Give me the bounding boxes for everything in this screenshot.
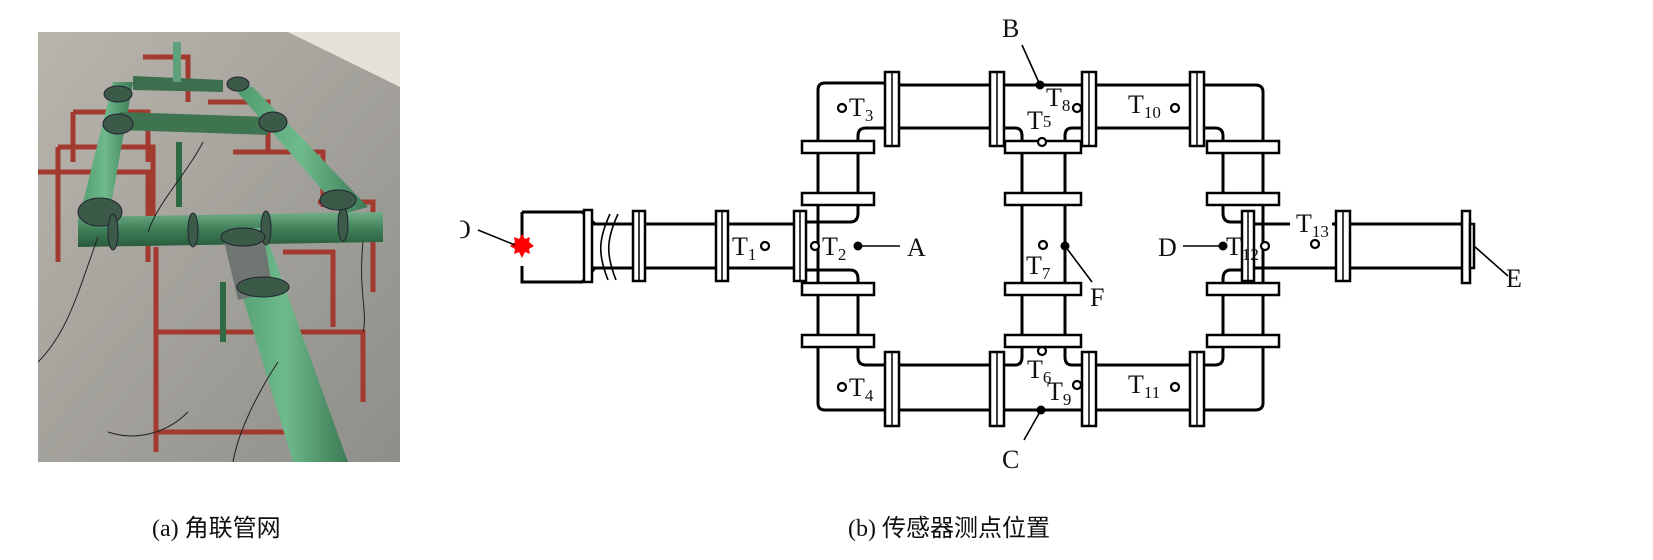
flange xyxy=(800,281,876,297)
break-symbol xyxy=(599,213,619,281)
svg-text:T1: T1 xyxy=(732,232,756,264)
sensor-T10: T10 xyxy=(1128,90,1181,122)
flange xyxy=(1205,333,1281,349)
flange xyxy=(1205,139,1281,155)
inlet-pipe-2 xyxy=(645,222,716,270)
caption-a: (a) 角联管网 xyxy=(152,516,281,542)
schematic-svg: O A B C D E F T1 T2 T3 xyxy=(460,14,1522,474)
svg-text:T9: T9 xyxy=(1047,377,1071,409)
sensor-T11: T11 xyxy=(1128,370,1181,402)
svg-text:T13: T13 xyxy=(1296,209,1329,241)
sensor-T8: T8 xyxy=(1046,83,1083,115)
inlet-pipe-3 xyxy=(728,222,794,270)
chamber-flange xyxy=(582,208,594,284)
svg-text:T10: T10 xyxy=(1128,90,1161,122)
sensor-T4: T4 xyxy=(836,373,874,405)
flange xyxy=(1003,281,1083,297)
flange xyxy=(800,139,876,155)
label-C: C xyxy=(1002,445,1019,474)
sensor-T6: T6 xyxy=(1027,345,1051,387)
floor xyxy=(38,32,400,462)
sensor-T1: T1 xyxy=(732,232,771,264)
svg-text:T8: T8 xyxy=(1046,83,1070,115)
leader-O xyxy=(477,229,516,246)
svg-text:T3: T3 xyxy=(849,93,873,125)
sensor-wires xyxy=(38,141,365,462)
sensor-T9: T9 xyxy=(1047,377,1083,409)
flange xyxy=(1205,191,1281,207)
sensor-T5: T5 xyxy=(1027,106,1051,148)
photo-illustration xyxy=(38,32,400,462)
leader-F xyxy=(1064,245,1093,283)
flange xyxy=(1003,333,1083,349)
sensor-T2: T2 xyxy=(809,232,846,264)
right-branch xyxy=(1221,153,1265,335)
flange xyxy=(1003,191,1083,207)
top-right-elbow xyxy=(1204,83,1265,141)
label-E: E xyxy=(1506,264,1522,293)
svg-text:T4: T4 xyxy=(849,373,874,405)
label-A: A xyxy=(907,233,926,262)
top-pipe-2 xyxy=(1096,83,1190,130)
caption-b: (b) 传感器测点位置 xyxy=(848,516,1050,542)
svg-text:T11: T11 xyxy=(1128,370,1160,402)
leader-E xyxy=(1473,245,1509,277)
label-D: D xyxy=(1158,233,1177,262)
svg-text:T2: T2 xyxy=(822,232,846,264)
sensor-T3: T3 xyxy=(836,93,873,125)
label-F: F xyxy=(1090,283,1104,312)
outlet-pipe-2 xyxy=(1350,222,1462,270)
sensor-location-schematic: O A B C D E F T1 T2 T3 xyxy=(460,0,1653,500)
bottom-pipe-2 xyxy=(1096,363,1190,412)
label-B: B xyxy=(1002,14,1019,43)
sensor-T13: T13 xyxy=(1290,209,1332,250)
photo-flanges xyxy=(77,76,357,298)
leader-C xyxy=(1023,409,1042,441)
svg-text:T5: T5 xyxy=(1027,106,1051,135)
wall xyxy=(288,32,400,87)
svg-text:T12: T12 xyxy=(1226,232,1259,264)
flange xyxy=(1205,281,1281,297)
leader-B xyxy=(1021,44,1041,86)
top-pipe-1 xyxy=(899,83,990,130)
support-frames xyxy=(38,54,376,452)
top-left-elbow xyxy=(816,81,885,141)
flange xyxy=(800,333,876,349)
sensor-T7: T7 xyxy=(1026,239,1051,283)
bottom-pipe-1 xyxy=(899,363,990,412)
sensor-T12: T12 xyxy=(1226,232,1271,264)
label-O: O xyxy=(460,215,471,244)
bottom-left-elbow xyxy=(816,347,885,412)
inlet-pipe-1 xyxy=(592,222,633,270)
middle-branch xyxy=(1020,153,1067,335)
outlet-cap xyxy=(1468,222,1476,270)
ignition-source-icon xyxy=(510,234,534,258)
bottom-right-elbow xyxy=(1204,347,1265,412)
flange xyxy=(800,191,876,207)
pipe-network-photo xyxy=(38,32,421,490)
svg-text:T7: T7 xyxy=(1026,251,1051,283)
svg-text:T6: T6 xyxy=(1027,355,1051,387)
